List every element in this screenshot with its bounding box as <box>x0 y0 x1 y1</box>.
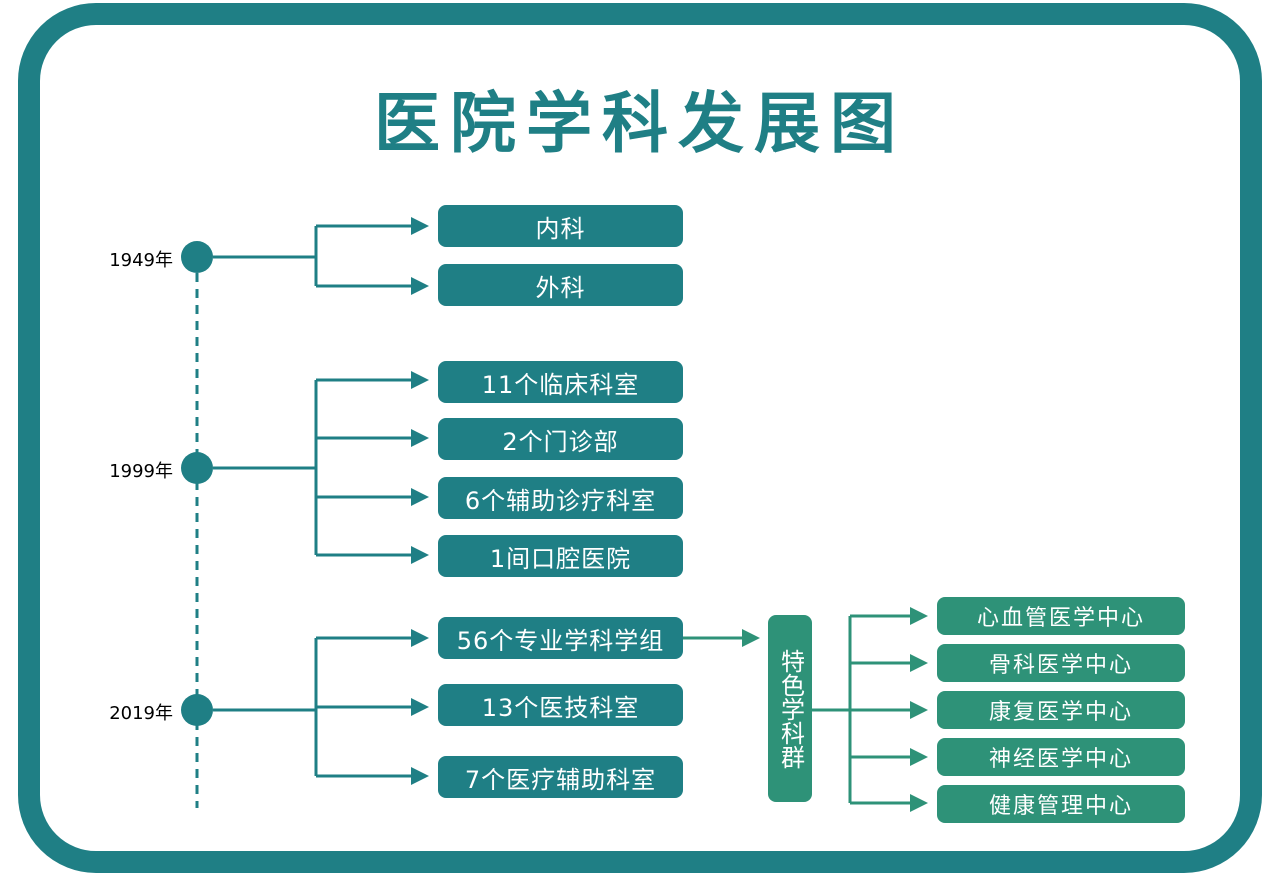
department-box: 7个医疗辅助科室 <box>438 756 683 798</box>
department-box: 外科 <box>438 264 683 306</box>
year-label: 2019年 <box>109 703 173 724</box>
center-box: 健康管理中心 <box>937 785 1185 823</box>
department-box: 1间口腔医院 <box>438 535 683 577</box>
bracket-special <box>812 616 852 803</box>
bracket-2019 <box>213 638 318 776</box>
department-box: 2个门诊部 <box>438 418 683 460</box>
bracket-1999 <box>213 380 318 555</box>
timeline-node-1999 <box>181 452 213 484</box>
center-box: 神经医学中心 <box>937 738 1185 776</box>
department-box: 内科 <box>438 205 683 247</box>
year-label: 1949年 <box>109 250 173 271</box>
center-box: 骨科医学中心 <box>937 644 1185 682</box>
special-group-box: 特色学科群 <box>768 615 812 802</box>
timeline-node-2019 <box>181 694 213 726</box>
center-box: 心血管医学中心 <box>937 597 1185 635</box>
department-box: 11个临床科室 <box>438 361 683 403</box>
timeline-node-1949 <box>181 241 213 273</box>
year-label: 1999年 <box>109 461 173 482</box>
department-box: 6个辅助诊疗科室 <box>438 477 683 519</box>
bracket-1949 <box>213 226 318 286</box>
department-box: 56个专业学科学组 <box>438 617 683 659</box>
border-frame <box>18 3 1262 873</box>
department-box: 13个医技科室 <box>438 684 683 726</box>
center-box: 康复医学中心 <box>937 691 1185 729</box>
page-title: 医院学科发展图 <box>374 85 906 162</box>
